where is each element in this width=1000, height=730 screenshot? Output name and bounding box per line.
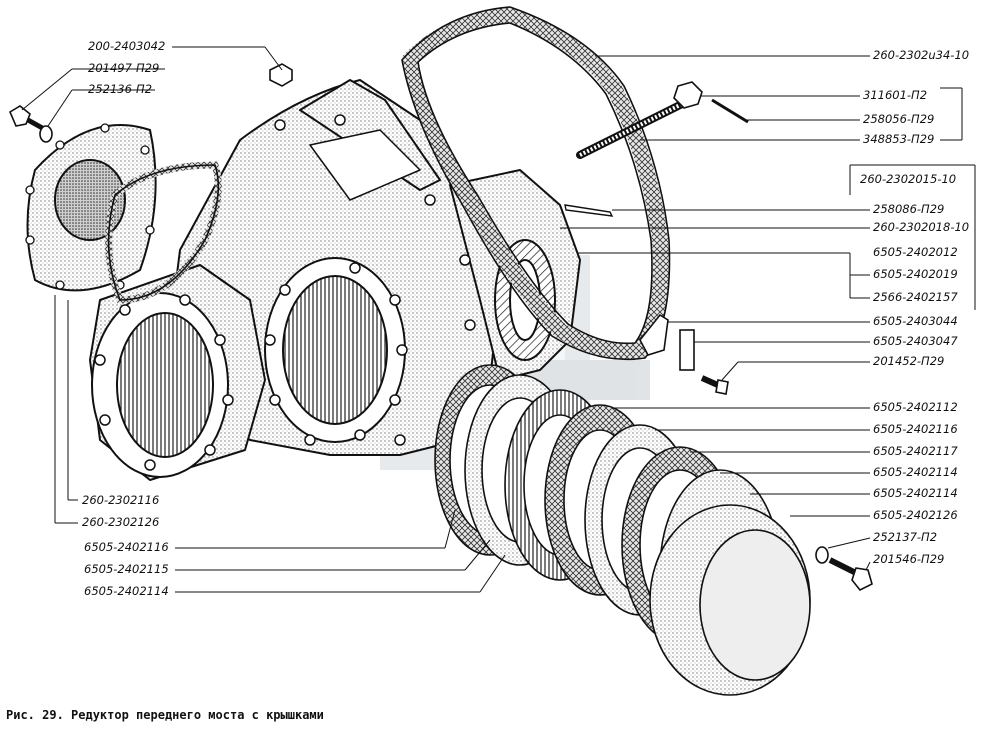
label-6505-2402126: 6505-2402126 — [873, 508, 958, 522]
label-6505-2402116: 6505-2402116 — [873, 422, 958, 436]
label-6505-2402112: 6505-2402112 — [873, 400, 958, 414]
label-201546-p29: 201546-П29 — [873, 552, 945, 566]
left-bolt — [8, 105, 53, 143]
left-cover — [25, 123, 157, 292]
bracket-parts — [639, 313, 729, 395]
label-6505-2403047: 6505-2403047 — [873, 334, 958, 348]
cotter-pin — [564, 204, 614, 217]
right-bolt — [815, 546, 873, 592]
label-260-2302018-10: 260-2302018-10 — [873, 220, 970, 234]
label-6505-2402114-b: 6505-2402114 — [873, 486, 958, 500]
label-200-2403042: 200-2403042 — [88, 39, 166, 53]
label-201497-p29: 201497-П29 — [88, 61, 160, 75]
label-260-2302015-10: 260-2302015-10 — [860, 172, 957, 186]
label-6505-2402114-a: 6505-2402114 — [873, 465, 958, 479]
left-gasket — [105, 161, 222, 304]
stud-and-nut — [269, 63, 749, 159]
label-258086-p29: 258086-П29 — [873, 202, 945, 216]
label-258056-p29: 258056-П29 — [863, 112, 935, 126]
leader-lines — [21, 46, 976, 593]
label-6505-2402114-left: 6505-2402114 — [84, 584, 169, 598]
label-260-2302126: 260-2302126 — [82, 515, 160, 529]
label-260-2302116: 260-2302116 — [82, 493, 160, 507]
disc-pack — [434, 364, 811, 696]
large-gasket — [401, 6, 671, 361]
label-2566-2402157: 2566-2402157 — [873, 290, 958, 304]
figure-caption: Рис. 29. Редуктор переднего моста с крыш… — [6, 708, 324, 722]
label-6505-2402116-left: 6505-2402116 — [84, 540, 169, 554]
label-252136-p2: 252136-П2 — [88, 82, 153, 96]
label-6505-2402019: 6505-2402019 — [873, 267, 958, 281]
label-252137-p2: 252137-П2 — [873, 530, 938, 544]
label-6505-2403044: 6505-2403044 — [873, 314, 958, 328]
label-6505-2402117: 6505-2402117 — [873, 444, 958, 458]
label-201452-p29: 201452-П29 — [873, 354, 945, 368]
label-6505-2402115: 6505-2402115 — [84, 562, 169, 576]
label-6505-2402012: 6505-2402012 — [873, 245, 958, 259]
label-260-2302u34-10: 260-2302u34-10 — [873, 48, 970, 62]
label-348853-p29: 348853-П29 — [863, 132, 935, 146]
label-311601-p2: 311601-П2 — [863, 88, 928, 102]
